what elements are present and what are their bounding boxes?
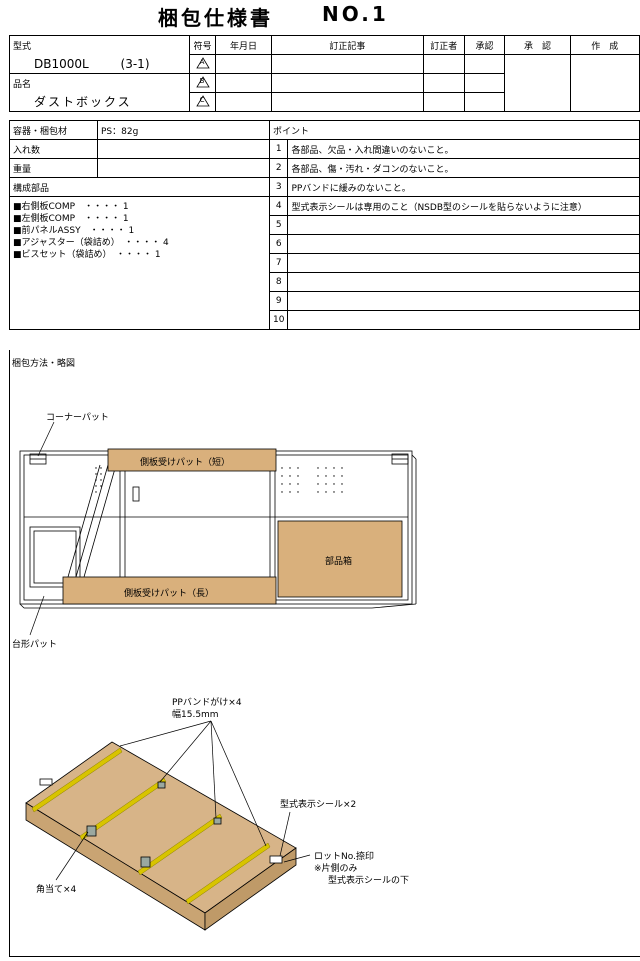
header-table: 型式 符号 年月日 訂正記事 訂正者 承認 承 認 作 成 DB1000L (3… bbox=[8, 35, 640, 112]
point-10 bbox=[287, 310, 640, 330]
type-sub: (3-1) bbox=[120, 56, 150, 71]
parts-item: ■右側板COMP ・・・・ 1 bbox=[13, 202, 129, 212]
type-value: DB1000L bbox=[34, 56, 89, 71]
perforation-dots bbox=[95, 467, 343, 493]
parts-box bbox=[277, 520, 403, 598]
corner-guard-label: 角当て×4 bbox=[36, 885, 77, 895]
trapezoid-pad-label: 台形パット bbox=[12, 640, 58, 650]
parts-item: ■アジャスター（袋詰め） ・・・・ 4 bbox=[13, 238, 169, 248]
name-label: 品名 bbox=[8, 73, 191, 93]
packing-drawing-frame bbox=[9, 350, 640, 957]
parts-item: ■ビスセット（袋詰め） ・・・・ 1 bbox=[13, 250, 161, 260]
title-number: NO.1 bbox=[322, 2, 389, 26]
parts-box-label: 部品箱 bbox=[325, 557, 353, 567]
col-author: 作 成 bbox=[569, 35, 640, 55]
side-pad-short bbox=[107, 448, 277, 472]
model-seal-label: 型式表示シール×2 bbox=[280, 800, 357, 810]
lot-no-label: ロットNo.捺印 bbox=[314, 852, 374, 862]
packed-box bbox=[25, 741, 297, 931]
leader-lines bbox=[55, 720, 311, 881]
model-seal-icon bbox=[39, 778, 53, 786]
revision-triangle-icon: A bbox=[195, 56, 210, 69]
side-pad-long bbox=[62, 576, 277, 605]
band-width-label: 幅15.5mm bbox=[172, 710, 219, 720]
side-pad-long-label: 側板受けパット（長） bbox=[124, 589, 215, 599]
side-pad-short-label: 側板受けパット（短） bbox=[140, 458, 231, 468]
model-seal-icon bbox=[269, 855, 283, 864]
parts-item: ■前パネルASSY ・・・・ 1 bbox=[13, 226, 135, 236]
type-label: 型式 bbox=[8, 35, 191, 55]
one-side-label: ※片側のみ bbox=[314, 864, 358, 874]
revision-triangle-icon: B bbox=[195, 75, 210, 88]
revision-triangle-icon: C bbox=[195, 94, 210, 107]
parts-list: ■右側板COMP ・・・・ 1 ■左側板COMP ・・・・ 1 ■前パネルASS… bbox=[9, 196, 270, 330]
title-main: 梱包仕様書 bbox=[158, 6, 273, 30]
section-label: 梱包方法・略図 bbox=[12, 359, 76, 369]
pp-band-label: PPバンドがけ×4 bbox=[172, 698, 242, 708]
name-value: ダストボックス bbox=[8, 92, 191, 112]
corner-pad-label: コーナーパット bbox=[46, 413, 109, 423]
trapezoid-pad-box bbox=[29, 526, 81, 588]
parts-item: ■左側板COMP ・・・・ 1 bbox=[13, 214, 129, 224]
under-seal-label: 型式表示シールの下 bbox=[328, 876, 410, 886]
document-title: 梱包仕様書 NO.1 bbox=[0, 2, 640, 32]
